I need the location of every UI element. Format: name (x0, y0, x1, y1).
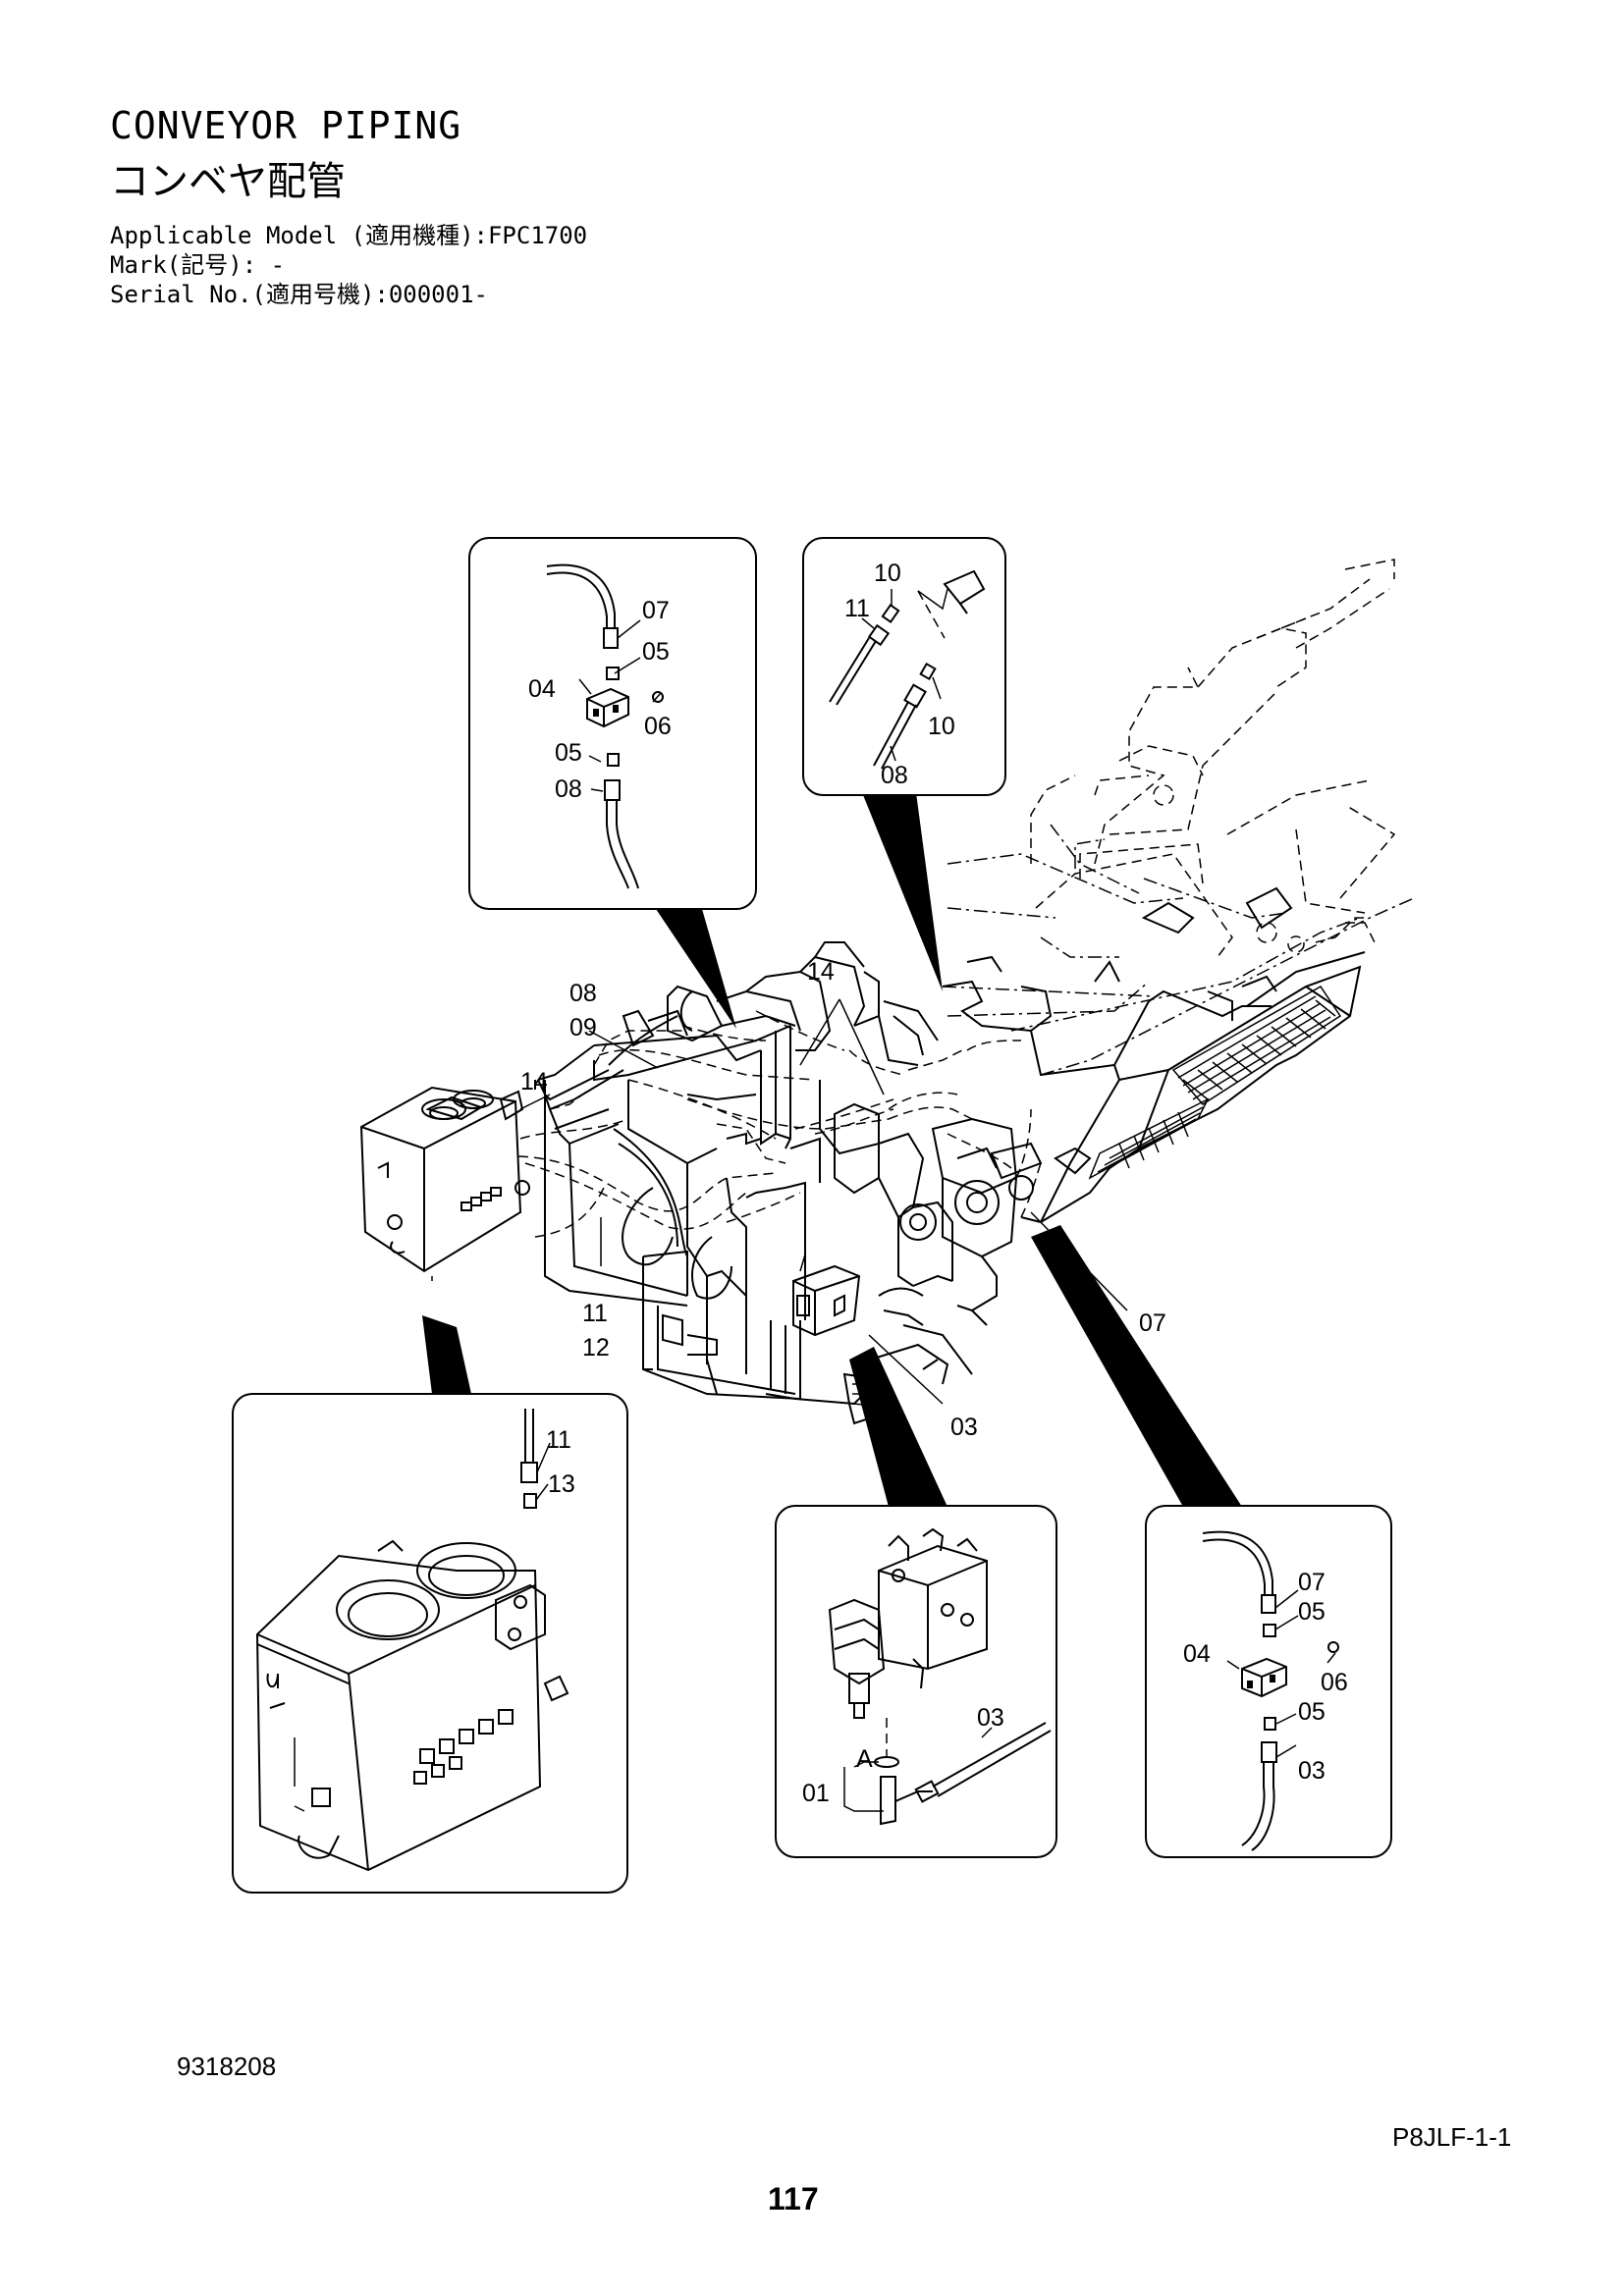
label-03: 03 (977, 1704, 1004, 1732)
label-05-lower: 05 (555, 739, 582, 767)
page-number: 117 (768, 2181, 819, 2216)
detail-valve: 03 A 01 (775, 1505, 1057, 1858)
label-05-upper: 05 (642, 638, 670, 666)
wedge-bottom-right (1031, 1225, 1242, 1507)
mark: Mark(記号): - (110, 251, 286, 279)
wedge-top-left (656, 909, 736, 1029)
title-english: CONVEYOR PIPING (110, 104, 462, 147)
detail-tank: 11 13 (232, 1393, 628, 1894)
label-11: 11 (546, 1426, 571, 1454)
label-07: 07 (642, 597, 670, 624)
wedge-top-right (859, 785, 943, 991)
label-10-lower: 10 (928, 713, 955, 740)
main-control-valve (792, 1264, 924, 1337)
main-assembly: 08 09 14 14 11 12 07 03 (359, 559, 1415, 1441)
wedge-valve (849, 1347, 947, 1507)
wedge-tank (422, 1315, 471, 1394)
label-11: 11 (844, 595, 870, 622)
detail-top-left: 07 05 04 06 05 08 (468, 537, 757, 910)
label-13: 13 (548, 1470, 575, 1498)
label-12: 12 (582, 1334, 610, 1362)
detail-bottom-right: 07 05 04 06 05 03 (1145, 1505, 1392, 1858)
conveyor-frame (942, 559, 1415, 1076)
label-07: 07 (1139, 1309, 1166, 1337)
detail-box-bottom-right (1145, 1505, 1392, 1858)
label-A: A (856, 1745, 873, 1773)
label-11: 11 (582, 1300, 608, 1327)
label-08: 08 (881, 762, 908, 789)
callout-wedges (422, 785, 1242, 1507)
main-leaders (519, 998, 1128, 1405)
detail-box-top-left (468, 537, 757, 910)
label-05-upper: 05 (1298, 1598, 1326, 1626)
label-03: 03 (950, 1414, 978, 1441)
label-07: 07 (1298, 1569, 1326, 1596)
label-06: 06 (1321, 1669, 1348, 1696)
document-number: 9318208 (177, 2052, 277, 2081)
label-05-lower: 05 (1298, 1698, 1326, 1726)
label-09: 09 (569, 1014, 597, 1041)
serial-number: Serial No.(適用号機):000001- (110, 281, 488, 308)
conveyor-belt (942, 886, 1366, 1224)
label-04: 04 (1183, 1640, 1211, 1668)
detail-box-tank (232, 1393, 628, 1894)
label-03: 03 (1298, 1757, 1326, 1785)
detail-box-top-right (802, 537, 1006, 796)
main-tank (359, 1086, 530, 1281)
label-01: 01 (802, 1780, 830, 1807)
page-code: P8JLF-1-1 (1392, 2122, 1512, 2152)
title-japanese: コンベヤ配管 (110, 159, 346, 204)
label-04: 04 (528, 675, 556, 703)
label-08: 08 (555, 775, 582, 803)
label-14-center: 14 (807, 958, 835, 986)
label-08: 08 (569, 980, 597, 1007)
applicable-model: Applicable Model (適用機種):FPC1700 (110, 222, 588, 249)
detail-top-right: 10 11 10 08 (802, 537, 1006, 796)
label-06: 06 (644, 713, 672, 740)
piping-lines (517, 1010, 1042, 1238)
label-10-upper: 10 (874, 560, 901, 587)
label-14-left: 14 (520, 1068, 548, 1095)
